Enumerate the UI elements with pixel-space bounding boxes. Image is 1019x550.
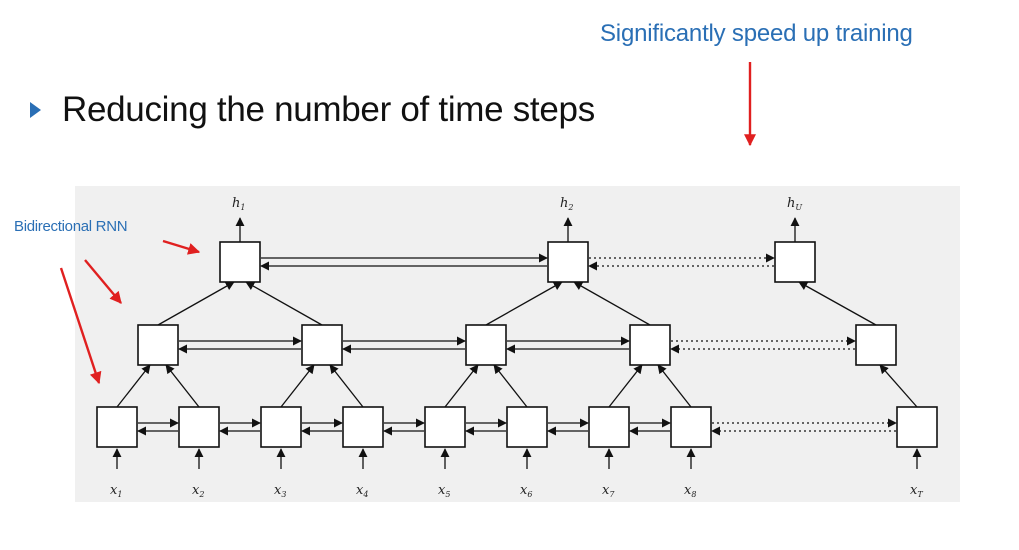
input-label: x4 <box>356 483 368 499</box>
output-label: h2 <box>560 196 573 212</box>
layer1-to-layer2-arrow <box>444 364 479 408</box>
layer1-to-layer2-arrow <box>280 364 315 408</box>
layer2-to-layer3-arrow <box>573 281 651 326</box>
triangle-right-icon <box>30 102 41 118</box>
layer1-to-layer2-arrow <box>116 364 151 408</box>
rnn-cell-layer3 <box>774 241 816 283</box>
rnn-cell-layer2 <box>301 324 343 366</box>
output-label: hU <box>787 196 802 212</box>
output-label: h1 <box>232 196 245 212</box>
rnn-cell-layer1 <box>896 406 938 448</box>
rnn-cell-layer1 <box>260 406 302 448</box>
rnn-cell-layer2 <box>137 324 179 366</box>
input-label: x5 <box>438 483 450 499</box>
rnn-cell-layer2 <box>855 324 897 366</box>
layer1-to-layer2-arrow <box>879 364 918 408</box>
layer2-to-layer3-arrow <box>245 281 323 326</box>
rnn-cell-layer3 <box>219 241 261 283</box>
input-label: x8 <box>684 483 696 499</box>
pyramid-rnn-figure <box>75 186 960 502</box>
input-label: xT <box>910 483 923 499</box>
rnn-cell-layer1 <box>588 406 630 448</box>
rnn-cell-layer1 <box>96 406 138 448</box>
rnn-cell-layer1 <box>670 406 712 448</box>
speedup-annotation: Significantly speed up training <box>600 20 913 47</box>
input-label: x3 <box>274 483 286 499</box>
bidirectional-rnn-annotation: Bidirectional RNN <box>14 218 128 235</box>
bullet-text: Reducing the number of time steps <box>62 90 595 129</box>
input-label: x6 <box>520 483 532 499</box>
rnn-cell-layer2 <box>629 324 671 366</box>
layer2-to-layer3-arrow <box>485 281 563 326</box>
rnn-cell-layer1 <box>424 406 466 448</box>
layer1-to-layer2-arrow <box>657 364 692 408</box>
layer1-to-layer2-arrow <box>329 364 364 408</box>
rnn-cell-layer1 <box>506 406 548 448</box>
rnn-cell-layer1 <box>342 406 384 448</box>
rnn-cell-layer1 <box>178 406 220 448</box>
bidirectional-pointer-arrow <box>84 259 122 304</box>
layer1-to-layer2-arrow <box>165 364 200 408</box>
rnn-cell-layer3 <box>547 241 589 283</box>
rnn-cell-layer2 <box>465 324 507 366</box>
input-label: x1 <box>110 483 122 499</box>
input-label: x2 <box>192 483 204 499</box>
layer2-to-layer3-arrow <box>798 281 877 326</box>
bidirectional-pointer-arrow <box>162 239 201 255</box>
layer1-to-layer2-arrow <box>608 364 643 408</box>
layer1-to-layer2-arrow <box>493 364 528 408</box>
layer2-to-layer3-arrow <box>157 281 235 326</box>
input-label: x7 <box>602 483 615 499</box>
bidirectional-pointer-arrow <box>59 267 102 385</box>
